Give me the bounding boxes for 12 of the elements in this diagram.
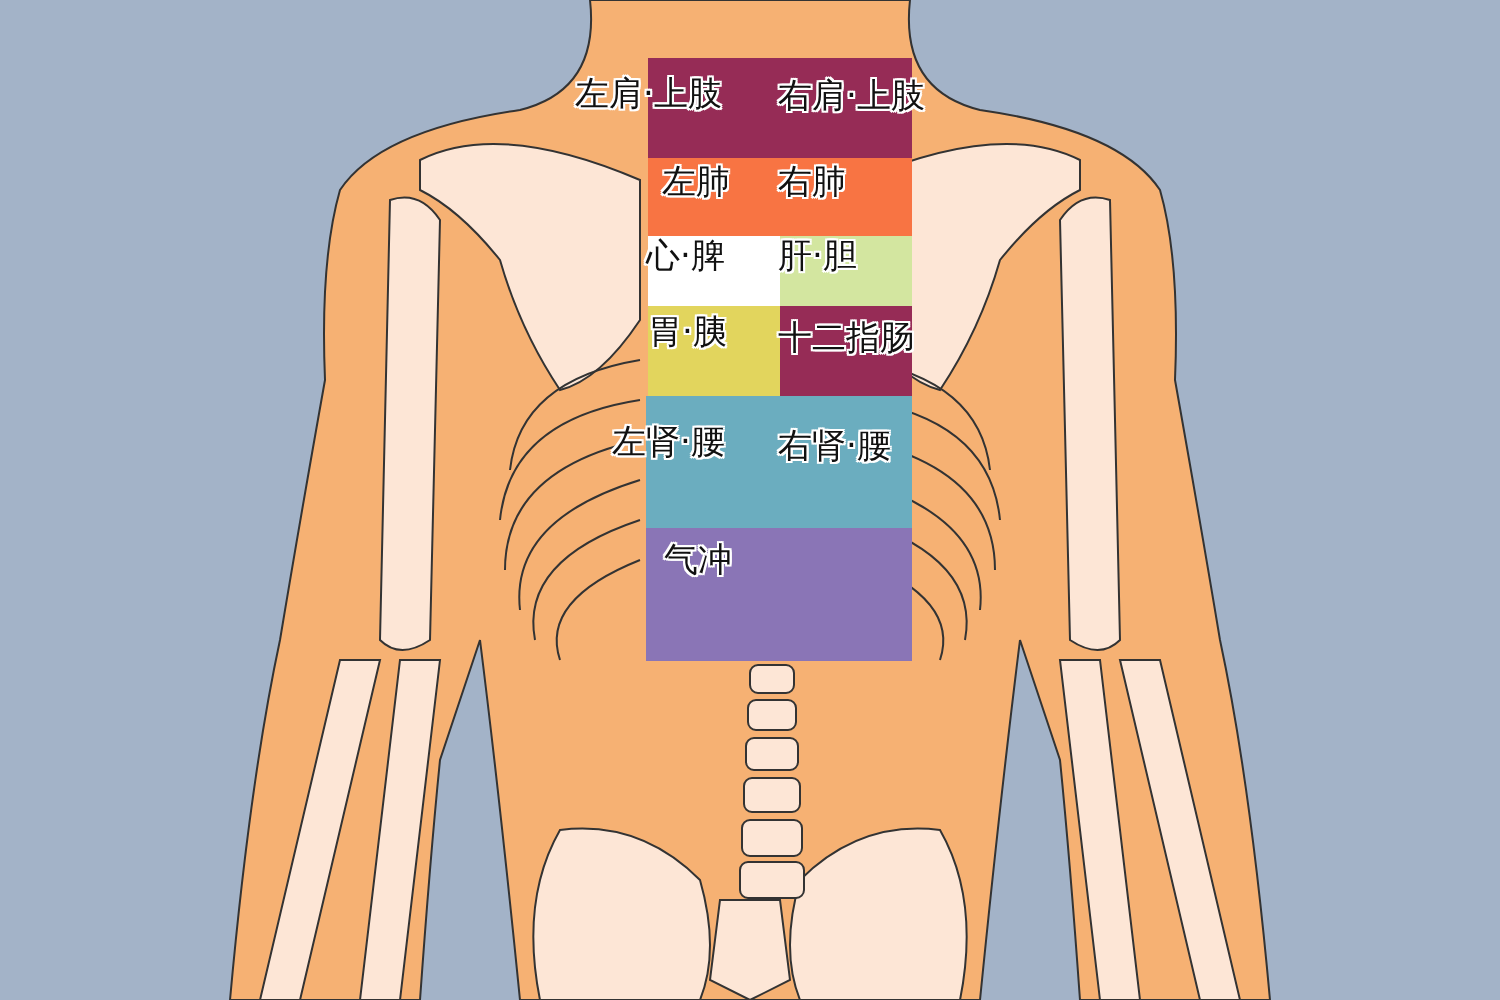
zone-label: 胃·胰 <box>648 312 727 350</box>
zone-label: 左肩·上肢 <box>575 74 722 112</box>
zone-label: 肝·胆 <box>778 236 857 274</box>
zone-block <box>648 306 780 396</box>
zone-block <box>780 306 912 396</box>
zone-label: 右肺 <box>778 162 846 200</box>
lung-zone <box>648 158 912 236</box>
zone-block <box>780 236 912 306</box>
zone-label: 气冲 <box>664 540 732 578</box>
zone-label: 左肺 <box>662 162 730 200</box>
zone-block <box>646 528 912 661</box>
zone-label: 右肾·腰 <box>778 426 891 464</box>
